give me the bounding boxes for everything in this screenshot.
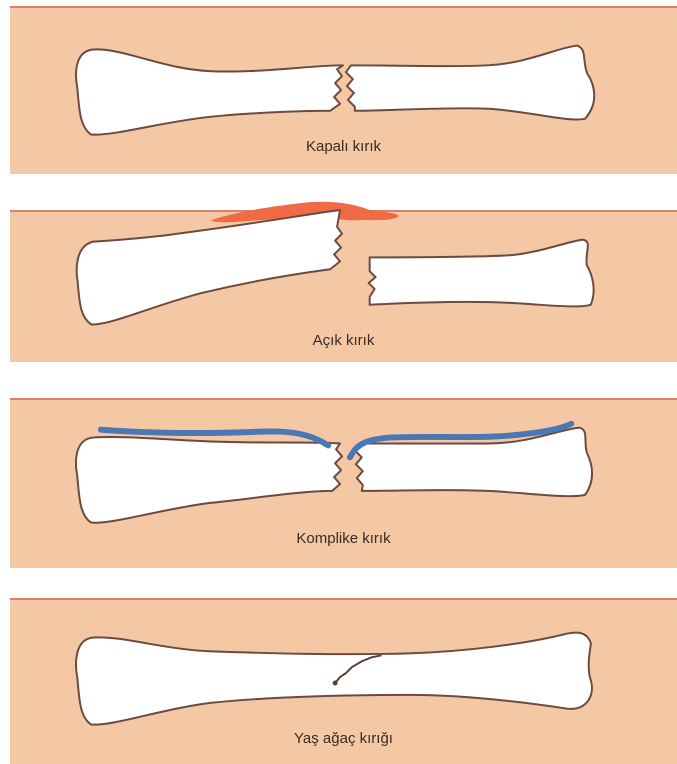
bone-right-fragment [369,240,594,307]
caption-complicated-fracture: Komplike kırık [10,530,677,547]
caption-closed-fracture: Kapalı kırık [10,138,677,155]
bone-left-fragment [76,437,342,523]
bone-right-fragment [346,46,594,120]
panel-complicated-fracture: Komplike kırık [10,398,677,568]
crack-point [333,681,338,686]
panel-open-fracture: Açık kırık [10,210,677,362]
panel-closed-fracture: Kapalı kırık [10,6,677,174]
bone-intact [76,633,592,725]
bone-left-fragment [77,210,342,324]
caption-open-fracture: Açık kırık [10,332,677,349]
bone-left-fragment [76,49,343,134]
panel-greenstick-fracture: Yaş ağaç kırığı [10,598,677,764]
caption-greenstick-fracture: Yaş ağaç kırığı [10,730,677,747]
